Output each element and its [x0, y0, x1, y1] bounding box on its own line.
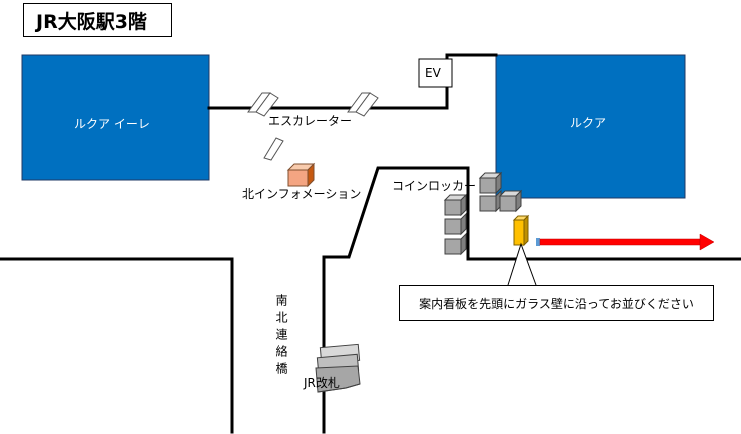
north-info-label: 北インフォメーション — [242, 187, 362, 201]
escalator-label: エスカレーター — [268, 114, 353, 128]
lucua-1100-label: ルクア イーレ — [74, 117, 150, 131]
north-south-bridge-label: 南北連絡橋 — [274, 294, 288, 379]
lucua-building — [495, 54, 686, 199]
coin-locker-icon — [443, 171, 523, 256]
ticket-gate-icon — [315, 343, 361, 393]
left-wall — [0, 257, 234, 434]
information-counter-icon — [286, 162, 316, 188]
elevator-icon — [418, 58, 453, 88]
lucua-label: ルクア — [570, 116, 607, 130]
page-title: JR大阪駅3階 — [23, 3, 172, 37]
coin-locker-label: コインロッカー — [392, 179, 477, 193]
elevator-label: EV — [425, 66, 441, 80]
jr-gate-label: JR改札 — [304, 376, 340, 390]
escalator-icon — [247, 92, 379, 161]
queue-direction-arrow — [536, 233, 715, 251]
right-corridor-wall — [322, 166, 741, 434]
notice-callout-pointer — [507, 242, 537, 286]
upper-corridor-wall — [207, 53, 498, 110]
lucua-1100-building — [21, 54, 210, 181]
guide-sign-icon — [512, 214, 530, 247]
queue-notice: 案内看板を先頭にガラス壁に沿ってお並びください — [399, 285, 714, 321]
